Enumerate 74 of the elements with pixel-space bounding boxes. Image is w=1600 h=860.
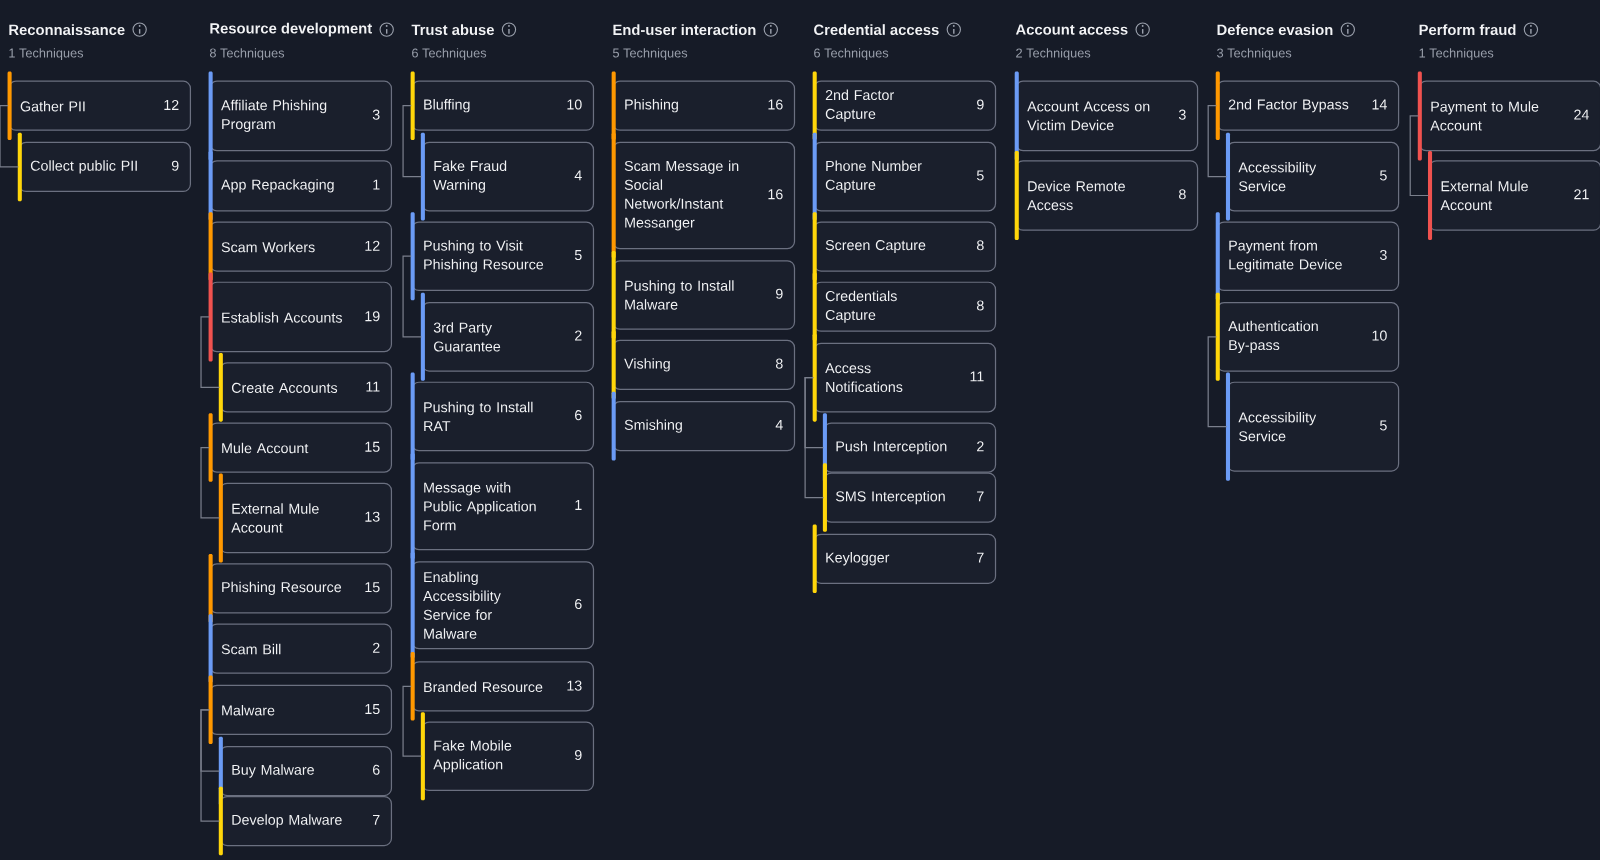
technique-card: Message with Public Application Form 1: [410, 452, 595, 560]
technique-card: Push Interception 2: [822, 413, 997, 482]
technique-card: Establish Accounts 19: [208, 272, 393, 362]
technique-card: SMS Interception 7: [822, 463, 997, 532]
technique-card: Payment from Legitimate Device 3: [1215, 212, 1400, 301]
column-title: Perform fraud: [1419, 24, 1516, 35]
technique-count: 8 Techniques: [209, 48, 285, 60]
technique-card: Account Access on Victim Device 3: [1014, 71, 1199, 161]
technique-card: 2nd Factor Bypass 14: [1215, 71, 1400, 140]
technique-card: Credentials Capture 8: [812, 272, 997, 341]
technique-card: Scam Workers 12: [208, 212, 393, 281]
column-title: Resource development: [210, 22, 372, 37]
column-title: Trust abuse: [411, 24, 494, 35]
technique-card: App Repackaging 1: [208, 150, 393, 221]
technique-card: Enabling Accessibility Service for Malware 6: [410, 551, 595, 659]
technique-card: Keylogger 7: [812, 524, 997, 593]
technique-card: Gather PII 12: [7, 71, 191, 140]
technique-count: 3 Techniques: [1217, 48, 1292, 60]
tree-connector: [804, 376, 825, 499]
technique-card: Accessibility Service 5: [1225, 372, 1400, 481]
technique-card: Buy Malware 6: [218, 736, 393, 806]
column-title: Account access: [1015, 24, 1128, 35]
tree-connector: [0, 105, 19, 168]
tree-connector: [1207, 105, 1228, 178]
technique-card: Smishing 4: [611, 391, 796, 461]
tree-connector: [402, 105, 423, 178]
technique-card: Accessibility Service 5: [1225, 132, 1400, 221]
tree-connector: [200, 316, 220, 388]
technique-card: Vishing 8: [611, 330, 796, 400]
technique-card: Develop Malware 7: [218, 786, 393, 856]
technique-count: 6 Techniques: [814, 48, 889, 60]
technique-card: Access Notifications 11: [812, 333, 997, 422]
technique-card: Collect public PII 9: [17, 132, 191, 202]
technique-card: Pushing to Install Malware 9: [611, 250, 796, 339]
column-title: Reconnaissance: [9, 24, 125, 35]
tree-connector: [200, 709, 220, 822]
technique-card: Malware 15: [208, 675, 393, 744]
column-title: End-user interaction: [613, 24, 756, 35]
tree-connector: [1207, 336, 1228, 428]
technique-card: Authentication By-pass 10: [1215, 292, 1400, 381]
tree-connector: [402, 685, 423, 757]
technique-card: Device Remote Access 8: [1014, 150, 1199, 240]
tree-connector: [402, 255, 423, 338]
technique-card: External Mule Account 21: [1428, 150, 1600, 240]
technique-card: 2nd Factor Capture 9: [812, 71, 997, 140]
technique-card: Pushing to Visit Phishing Resource 5: [410, 212, 595, 301]
technique-card: Branded Resource 13: [410, 651, 595, 721]
technique-count: 1 Techniques: [9, 48, 84, 60]
node-label: Develop Malware: [232, 814, 342, 828]
technique-card: Pushing to Install RAT 6: [410, 372, 595, 461]
technique-card: External Mule Account 13: [218, 473, 393, 563]
technique-card: Mule Account 15: [208, 413, 393, 482]
technique-count: 6 Techniques: [412, 48, 487, 60]
technique-card: Affiliate Phishing Program 3: [208, 71, 393, 161]
technique-card: Fake Mobile Application 9: [420, 712, 595, 801]
technique-card: Create Accounts 11: [218, 352, 393, 422]
technique-card: Payment to Mule Account 24: [1417, 71, 1600, 161]
technique-card: Bluffing 10: [410, 71, 595, 140]
tree-connector: [200, 446, 220, 519]
tree-connector: [1409, 115, 1430, 197]
column-title: Credential access: [814, 24, 939, 35]
node-label: 7: [373, 814, 380, 825]
technique-card: Phishing Resource 15: [208, 554, 393, 623]
technique-card: Scam Bill 2: [208, 614, 393, 683]
technique-card: 3rd Party Guarantee 2: [420, 292, 595, 381]
technique-card: Scam Message in Social Network/Instant Messanger 16: [611, 132, 796, 259]
technique-card: Phishing 16: [611, 71, 796, 140]
column-title: Defence evasion: [1217, 24, 1333, 35]
technique-count: 1 Techniques: [1419, 48, 1494, 60]
technique-count: 2 Techniques: [1016, 48, 1091, 60]
technique-card: Screen Capture 8: [812, 212, 997, 281]
technique-card: Fake Fraud Warning 4: [420, 132, 595, 221]
technique-card: Phone Number Capture 5: [812, 132, 997, 221]
technique-count: 5 Techniques: [612, 48, 688, 60]
